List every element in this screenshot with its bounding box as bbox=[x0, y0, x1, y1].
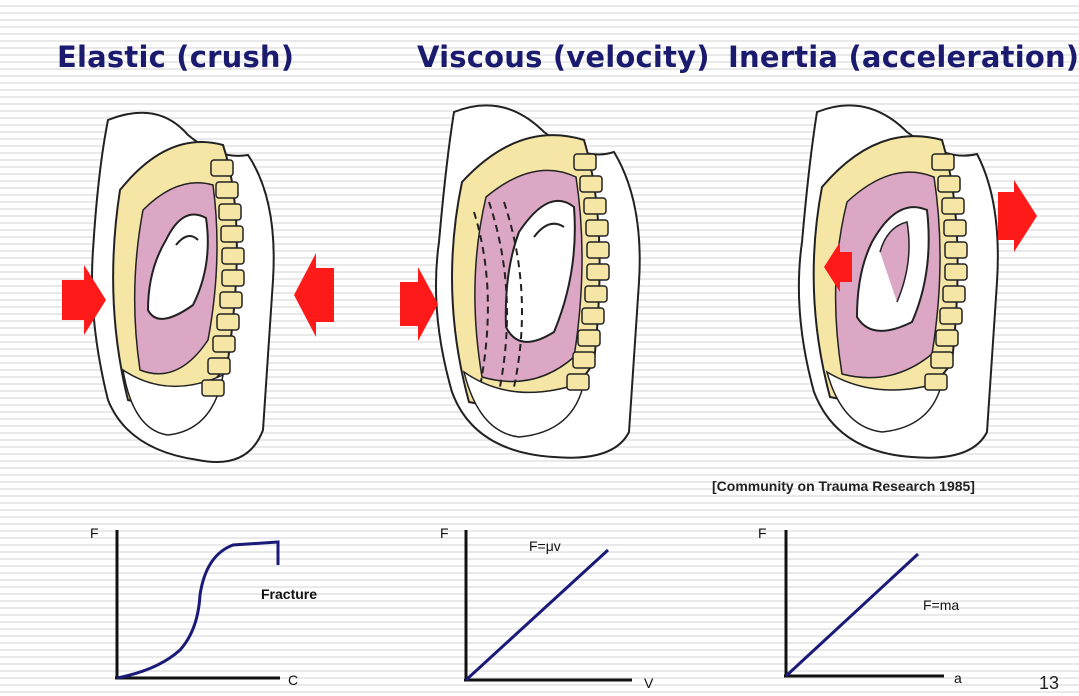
citation: [Community on Trauma Research 1985] bbox=[712, 478, 975, 494]
graph-inertia-line bbox=[786, 554, 918, 676]
thorax-illustration-viscous bbox=[394, 92, 694, 467]
graph-viscous-x-label: V bbox=[644, 675, 653, 691]
heading-inertia: Inertia (acceleration) bbox=[728, 40, 1079, 74]
graph-elastic: F C Fracture bbox=[88, 520, 348, 696]
heading-elastic: Elastic (crush) bbox=[57, 40, 294, 74]
arrow-right-icon bbox=[998, 180, 1037, 252]
graph-inertia: F a F=ma bbox=[756, 520, 996, 696]
heading-viscous: Viscous (velocity) bbox=[417, 40, 710, 74]
graph-viscous-line bbox=[466, 550, 608, 680]
arrow-right-icon bbox=[400, 267, 438, 341]
page-number: 13 bbox=[1039, 673, 1059, 694]
thorax-illustration-inertia bbox=[762, 92, 1052, 467]
arrow-left-icon bbox=[294, 253, 334, 337]
thorax-illustration-elastic bbox=[48, 100, 348, 475]
graph-elastic-x-label: C bbox=[288, 672, 298, 688]
graph-viscous: F V F=μv bbox=[436, 520, 676, 696]
graph-elastic-curve bbox=[117, 542, 278, 678]
